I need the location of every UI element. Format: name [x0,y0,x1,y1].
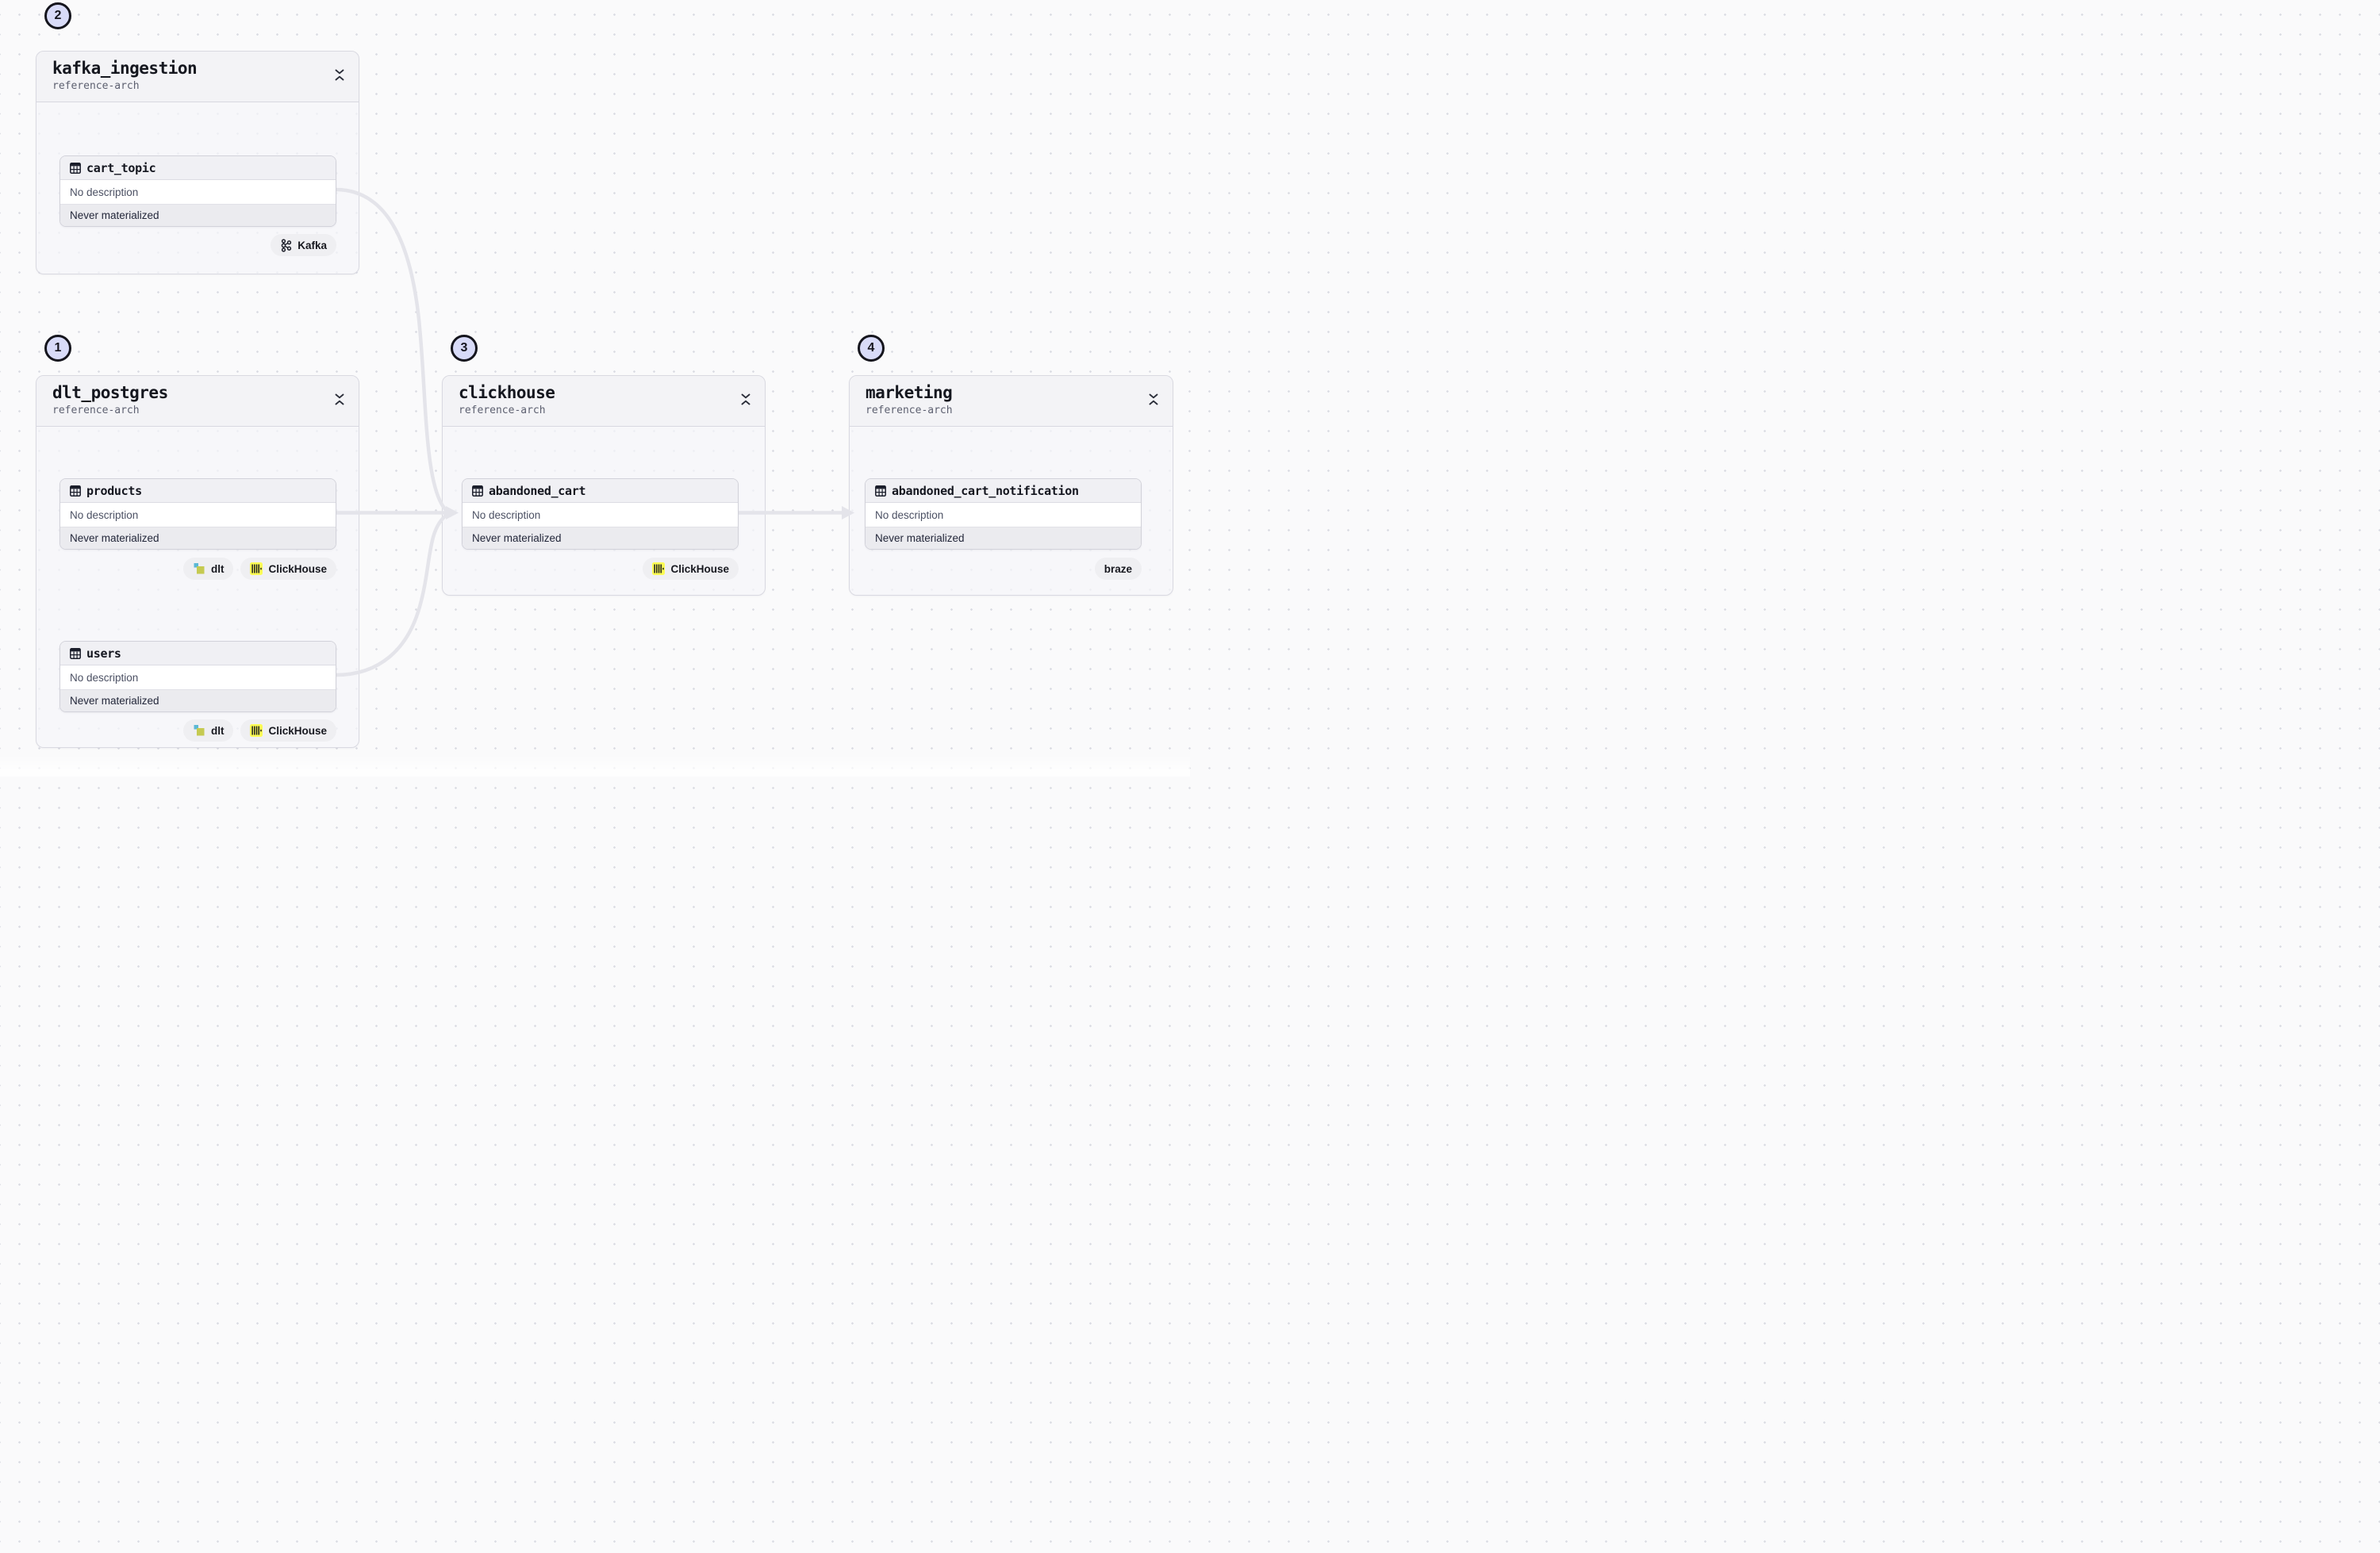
group-header-clickhouse[interactable]: clickhouse reference-arch [443,376,765,427]
asset-name: abandoned_cart [489,483,586,498]
collapse-icon[interactable] [1149,393,1158,409]
annotation-step-1: 1 [44,335,71,362]
tag-clickhouse[interactable]: ClickHouse [240,719,336,742]
asset-group-clickhouse: clickhouse reference-arch abandoned_cart… [442,375,766,596]
dlt-icon [193,724,205,737]
asset-description: No description [60,503,336,527]
annotation-step-3: 3 [451,335,478,362]
annotation-number: 4 [867,341,875,355]
asset-description: No description [60,665,336,689]
asset-group-dlt-postgres: dlt_postgres reference-arch products No … [36,375,359,748]
tag-kafka[interactable]: Kafka [271,234,336,256]
annotation-number: 3 [460,341,468,355]
tag-dlt[interactable]: dlt [182,719,234,742]
table-icon [875,485,886,497]
group-titles: kafka_ingestion reference-arch [52,58,198,93]
group-titles: dlt_postgres reference-arch [52,382,168,417]
asset-group-marketing: marketing reference-arch abandoned_cart_… [849,375,1173,596]
clickhouse-icon [250,724,263,737]
asset-node-users[interactable]: users No description Never materialized [60,641,336,712]
asset-description: No description [60,180,336,204]
group-titles: clickhouse reference-arch [459,382,555,417]
asset-description: No description [463,503,738,527]
asset-name: users [86,646,121,661]
kafka-icon [280,238,292,252]
asset-status: Never materialized [60,689,336,711]
asset-status: Never materialized [463,527,738,549]
asset-card-header: users [60,642,336,665]
asset-card-header: abandoned_cart_notification [866,479,1141,503]
annotation-number: 1 [54,341,62,355]
asset-group-kafka-ingestion: kafka_ingestion reference-arch cart_topi… [36,51,359,274]
tag-label: ClickHouse [268,724,327,737]
table-icon [70,485,81,497]
annotation-step-2: 2 [44,2,71,29]
group-header-marketing[interactable]: marketing reference-arch [850,376,1173,427]
annotation-number: 2 [54,9,62,22]
asset-name: abandoned_cart_notification [892,483,1079,498]
group-subtitle: reference-arch [52,80,140,92]
table-icon [472,485,483,497]
asset-status: Never materialized [60,204,336,226]
group-header-kafka-ingestion[interactable]: kafka_ingestion reference-arch [36,52,359,102]
asset-node-abandoned-cart-notification[interactable]: abandoned_cart_notification No descripti… [865,478,1142,550]
annotation-step-4: 4 [858,335,885,362]
clickhouse-icon [652,562,666,575]
tag-clickhouse[interactable]: ClickHouse [643,558,739,580]
group-titles: marketing reference-arch [866,382,953,417]
tag-label: ClickHouse [670,562,729,575]
tag-dlt[interactable]: dlt [182,558,234,580]
table-icon [70,647,81,659]
asset-description: No description [866,503,1141,527]
asset-node-abandoned-cart[interactable]: abandoned_cart No description Never mate… [462,478,739,550]
group-header-dlt-postgres[interactable]: dlt_postgres reference-arch [36,376,359,427]
tag-label: dlt [210,562,225,575]
asset-name: cart_topic [86,160,156,175]
group-subtitle: reference-arch [866,405,953,416]
group-subtitle: reference-arch [52,405,140,416]
tag-clickhouse[interactable]: ClickHouse [240,558,336,580]
asset-node-products[interactable]: products No description Never materializ… [60,478,336,550]
group-title: clickhouse [459,383,555,402]
tag-label: braze [1104,562,1132,575]
clickhouse-icon [250,562,263,575]
asset-tags-row: Kafka [60,234,336,256]
asset-status: Never materialized [60,527,336,549]
dlt-icon [193,562,205,575]
tag-label: ClickHouse [268,562,327,575]
collapse-icon[interactable] [741,393,750,409]
tag-label: dlt [210,724,225,737]
group-subtitle: reference-arch [459,405,546,416]
asset-card-header: products [60,479,336,503]
tag-braze[interactable]: braze [1094,558,1142,580]
bottom-fade [0,754,1190,776]
collapse-icon[interactable] [335,69,344,85]
asset-tags-row: ClickHouse [462,558,739,580]
asset-name: products [86,483,142,498]
asset-node-cart-topic[interactable]: cart_topic No description Never material… [60,155,336,227]
asset-status: Never materialized [866,527,1141,549]
asset-tags-row: dlt ClickHouse [60,719,336,742]
table-icon [70,162,81,174]
group-title: marketing [866,383,953,402]
asset-tags-row: braze [865,558,1142,580]
group-title: kafka_ingestion [52,59,198,78]
collapse-icon[interactable] [335,393,344,409]
asset-graph-canvas[interactable]: { "colors": { "canvas_bg": "#fafafb", "g… [0,0,1190,776]
tag-label: Kafka [298,239,327,251]
group-title: dlt_postgres [52,383,168,402]
asset-card-header: abandoned_cart [463,479,738,503]
asset-tags-row: dlt ClickHouse [60,558,336,580]
asset-card-header: cart_topic [60,156,336,180]
